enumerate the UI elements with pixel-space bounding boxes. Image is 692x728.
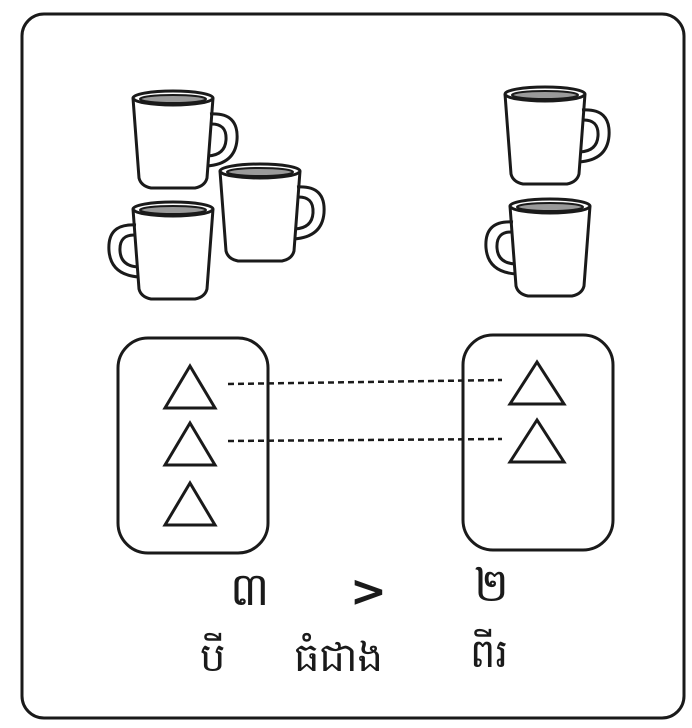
triangle-icon	[162, 480, 218, 527]
left-word: បី	[200, 635, 226, 681]
match-line	[227, 437, 503, 443]
triangle-icon	[162, 363, 218, 410]
frame-border	[20, 12, 686, 720]
match-line	[227, 378, 503, 386]
triangle-icon	[162, 420, 218, 467]
middle-word: ធំជាង	[294, 635, 383, 681]
right-group-box	[461, 333, 615, 552]
greater-than-sign: >	[350, 566, 387, 617]
right-number: ២	[474, 558, 509, 612]
left-number: ៣	[230, 562, 270, 616]
triangle-icon	[507, 359, 567, 406]
left-group-box	[116, 336, 270, 555]
right-word: ពីរ	[470, 631, 509, 677]
triangle-icon	[507, 417, 567, 464]
